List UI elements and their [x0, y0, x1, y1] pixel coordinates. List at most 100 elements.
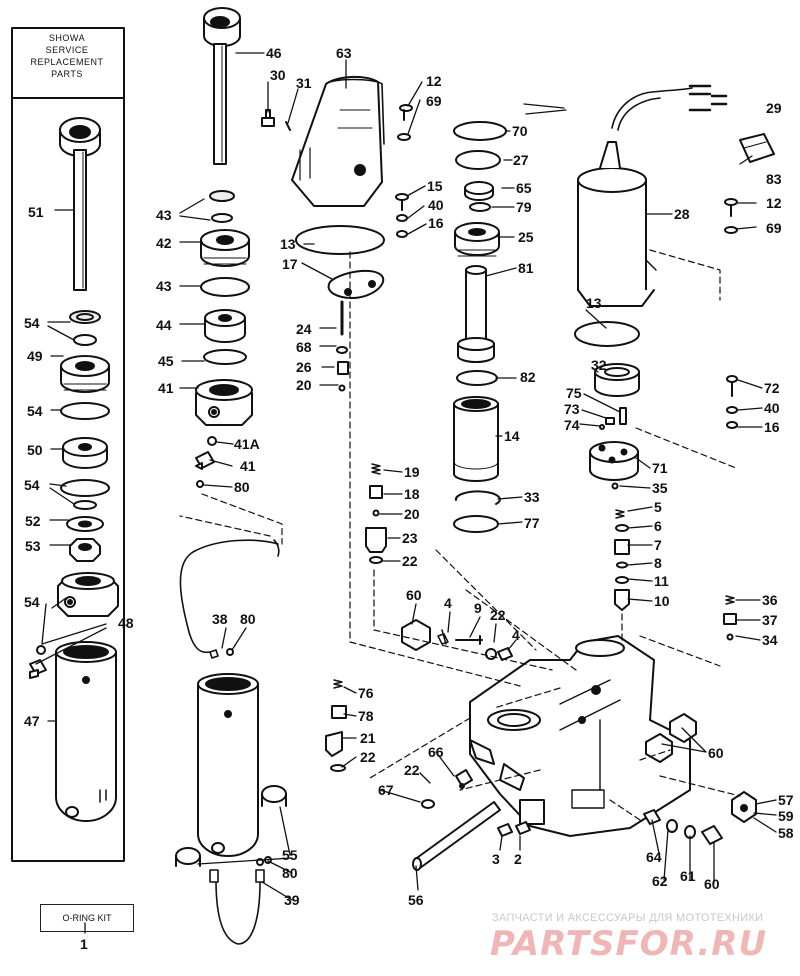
callout-11: 11: [654, 573, 669, 589]
callout-66: 66: [428, 744, 444, 760]
sleeve-14: [453, 396, 499, 482]
gland-25: [454, 222, 500, 257]
callout-27: 27: [513, 152, 529, 168]
oring-54-mid: [60, 402, 110, 420]
callout-57: 57: [778, 792, 794, 808]
gland-42: [200, 229, 250, 267]
cylinder-47: [55, 641, 117, 822]
tilt-rod-46: [203, 7, 241, 165]
callout-4: 4: [444, 595, 452, 611]
oring-82: [456, 370, 498, 386]
box-title-line-4: PARTS: [51, 69, 83, 79]
callout-2: 2: [514, 851, 522, 867]
callout-24: 24: [296, 321, 312, 337]
callout-80: 80: [234, 479, 250, 495]
callout-69: 69: [426, 93, 442, 109]
reservoir-71: [589, 441, 639, 481]
oring-kit-box: O-RING KIT: [40, 904, 134, 932]
callout-42: 42: [156, 235, 172, 251]
valve-stack-5-10: [614, 509, 630, 611]
callout-22: 22: [490, 607, 506, 623]
screw-72-40-16-right: [726, 375, 738, 429]
callout-60: 60: [406, 587, 422, 603]
callout-77: 77: [524, 515, 540, 531]
callout-59: 59: [778, 808, 794, 824]
callout-31: 31: [296, 75, 312, 91]
callout-81: 81: [518, 260, 534, 276]
cylinder-head-41: [195, 379, 253, 426]
showa-parts-frame: [11, 27, 125, 862]
valve-stack-19-23: [365, 463, 387, 564]
assembly-dashed-lines: [179, 249, 741, 821]
callout-73: 73: [564, 401, 580, 417]
watermark-logo: PARTSFOR.RU: [490, 924, 768, 964]
cylinder-head-48: [57, 572, 119, 617]
callout-22: 22: [360, 749, 376, 765]
screws-75-73-74: [599, 407, 627, 430]
callout-38: 38: [212, 611, 228, 627]
callout-75: 75: [566, 385, 582, 401]
connector-83: [739, 133, 775, 163]
callout-40: 40: [428, 197, 444, 213]
callout-54: 54: [24, 315, 40, 331]
callout-48: 48: [118, 615, 134, 631]
ring-33-77: [453, 490, 501, 533]
callout-60: 60: [704, 876, 720, 892]
callout-80: 80: [240, 611, 256, 627]
callout-45: 45: [158, 353, 174, 369]
box-title-line-1: SHOWA: [48, 33, 86, 43]
fitting-41A-41: [195, 436, 217, 470]
motor-28: [577, 141, 657, 307]
callout-32: 32: [591, 357, 607, 373]
callout-71: 71: [652, 460, 668, 476]
callout-25: 25: [518, 229, 534, 245]
oring-54-top: [69, 310, 101, 346]
callout-55: 55: [282, 847, 298, 863]
piston-44: [204, 309, 246, 343]
callout-44: 44: [156, 317, 172, 333]
callout-82: 82: [520, 369, 536, 385]
callout-12: 12: [766, 195, 782, 211]
piston-rod-81: [457, 265, 495, 363]
callout-36: 36: [762, 592, 778, 608]
callout-18: 18: [404, 486, 420, 502]
plug-57-58-59: [731, 791, 757, 823]
callout-64: 64: [646, 849, 662, 865]
callout-22: 22: [404, 762, 420, 778]
callout-80: 80: [282, 865, 298, 881]
screw-12-69-right: [724, 198, 738, 234]
callout-8: 8: [654, 555, 662, 571]
callout-10: 10: [654, 593, 670, 609]
callout-54: 54: [24, 594, 40, 610]
bushing-55: [175, 785, 287, 867]
fitting-48-small: [29, 645, 47, 679]
pump-32: [594, 363, 640, 397]
oring-80-b: [226, 648, 234, 656]
tube-56: [412, 801, 501, 871]
callout-47: 47: [24, 713, 40, 729]
gland-nut-49: [60, 355, 110, 393]
oring-43: [200, 277, 250, 297]
watermark-caption: ЗАПЧАСТИ И АКСЕССУАРЫ ДЛЯ МОТОТЕХНИКИ: [492, 912, 764, 924]
callout-34: 34: [762, 632, 778, 648]
callout-70: 70: [512, 123, 528, 139]
callout-65: 65: [516, 180, 532, 196]
leader-lines: [35, 52, 777, 934]
pump-housing: [469, 635, 691, 837]
callout-29: 29: [766, 100, 782, 116]
plate-17: [327, 269, 385, 299]
oring-13-left: [295, 225, 385, 255]
screw-30: [261, 109, 275, 127]
screw-15-40-16: [395, 193, 409, 238]
oring-35: [611, 482, 619, 490]
screw-12-top: [397, 104, 413, 141]
callout-4: 4: [512, 627, 520, 643]
callout-33: 33: [524, 489, 540, 505]
callout-16: 16: [764, 419, 780, 435]
callout-67: 67: [378, 782, 394, 798]
callout-79: 79: [516, 199, 532, 215]
callout-21: 21: [360, 730, 376, 746]
callout-43: 43: [156, 278, 172, 294]
callout-37: 37: [762, 612, 778, 628]
